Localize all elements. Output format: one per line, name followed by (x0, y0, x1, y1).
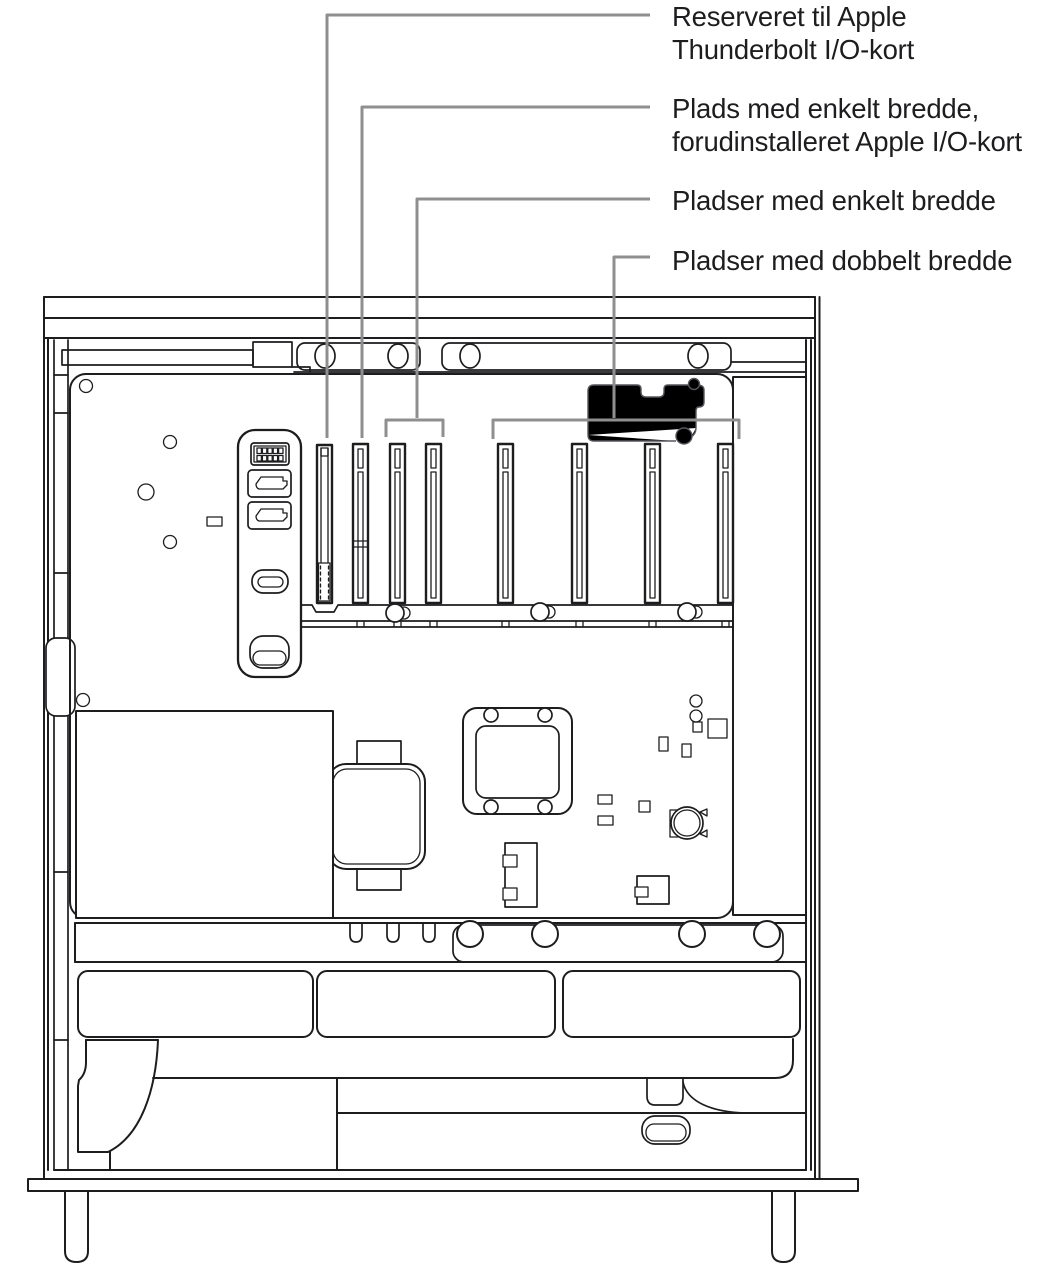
fan-bay-2 (316, 970, 556, 1038)
pcie-slot-8 (716, 442, 735, 605)
fan-bay-1 (77, 970, 314, 1038)
callout-line-slot2 (360, 105, 650, 438)
displayport-icon-1 (247, 469, 292, 498)
power-connector-icon (250, 442, 290, 466)
case-frame (27, 296, 859, 1263)
callout-text-line: Pladser med enkelt bredde (672, 185, 996, 216)
callout-text-line: forudinstalleret Apple I/O-kort (672, 126, 1022, 157)
left-foot (64, 1190, 89, 1263)
right-foot (771, 1190, 796, 1263)
callout-line-single-slots (415, 197, 650, 418)
callout-text-line: Pladser med dobbelt bredde (672, 245, 1013, 276)
fan-bays (77, 970, 801, 1038)
callout-text-line: Thunderbolt I/O-kort (672, 34, 915, 65)
notched-component (634, 875, 670, 905)
left-wall-tab (45, 637, 76, 717)
cpu-bracket (462, 707, 573, 815)
callout-line-double-slots (612, 255, 650, 418)
latch-tab (646, 1077, 684, 1106)
pcie-slot-1-thunderbolt-card (315, 443, 334, 605)
pcie-slots (315, 442, 735, 605)
callout-text-line: Plads med enkelt bredde, (672, 93, 980, 124)
bottom-rail (74, 920, 807, 963)
pcie-slot-7 (643, 442, 662, 605)
logic-board (69, 373, 807, 919)
callout-text-line: Reserveret til Apple (672, 1, 907, 32)
duct-left-edge (77, 1039, 109, 1153)
bottom-duct-area (77, 1038, 807, 1171)
callout-bracket-double (491, 418, 741, 439)
duct-curve (107, 1039, 159, 1153)
pcie-slot-5 (496, 442, 515, 605)
callout-label-single-width-preinstalled: Plads med enkelt bredde, forudinstallere… (672, 92, 1022, 158)
rail-screws (385, 602, 703, 623)
power-supply (75, 710, 334, 919)
pcie-slot-6 (570, 442, 589, 605)
bracket-handle (249, 635, 290, 669)
lock-pill (641, 1115, 691, 1145)
heat-shield-outline (587, 377, 705, 445)
blower-fan (327, 740, 426, 891)
callout-label-double-width-slots: Pladser med dobbelt bredde (672, 244, 1013, 277)
pcie-slot-2 (351, 442, 370, 605)
callout-bracket-single (384, 418, 445, 437)
io-bracket (236, 428, 303, 679)
callout-label-reserved-thunderbolt: Reserveret til Apple Thunderbolt I/O-kor… (672, 0, 914, 66)
slot-rail (300, 602, 734, 628)
board-screw-holes (75, 378, 178, 708)
callout-line-slot1 (325, 13, 650, 438)
callout-label-single-width-slots: Pladser med enkelt bredde (672, 184, 996, 217)
top-rail (61, 341, 807, 373)
right-column (732, 376, 807, 916)
usb-c-port-icon (251, 569, 289, 594)
coin-battery (669, 806, 708, 840)
callout-lines (325, 13, 741, 439)
bottom-frame (27, 1178, 859, 1192)
displayport-icon-2 (247, 501, 292, 530)
pcie-slot-3 (388, 442, 407, 605)
pcie-slot-4 (424, 442, 443, 605)
fan-bay-3 (562, 970, 801, 1038)
board-components (502, 694, 728, 908)
